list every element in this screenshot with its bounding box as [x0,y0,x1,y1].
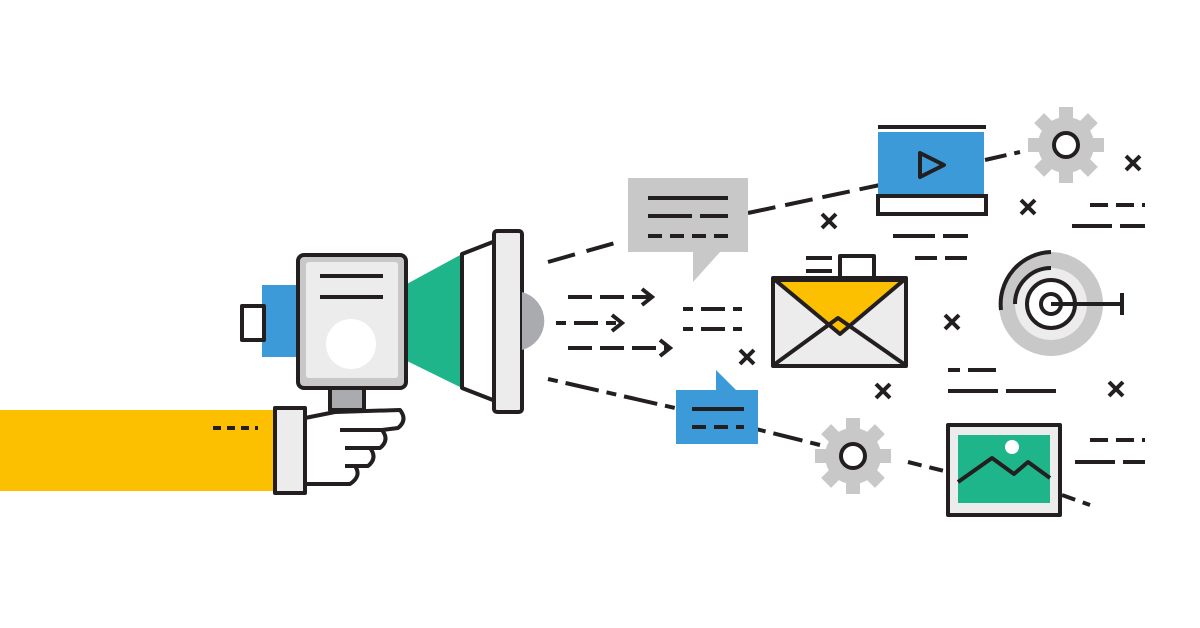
video-player-icon [876,125,988,260]
chat-bubble-icon [676,370,758,444]
email-envelope-icon [771,254,908,368]
target-icon [998,250,1124,356]
gear-icon [1028,107,1104,183]
text-line-decorations [948,203,1145,464]
beam-lines [547,150,1091,507]
gear-icon [815,418,891,494]
hand-icon [273,406,406,495]
arrow-icons [556,287,742,358]
megaphone-icon [240,229,545,414]
speech-bubble-icon [628,178,748,282]
image-frame-icon [946,423,1062,517]
x-mark-icons [738,154,1142,400]
arm-sleeve [0,410,278,491]
